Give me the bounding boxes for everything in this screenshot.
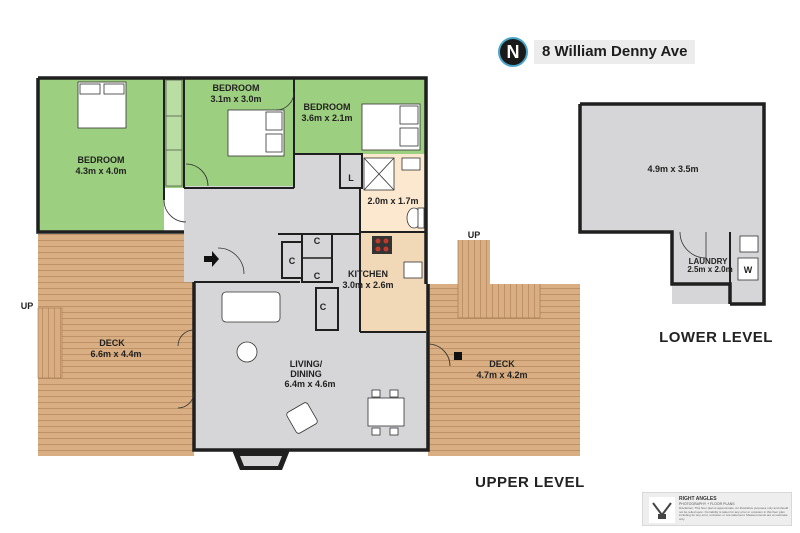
brand-name: RIGHT ANGLES xyxy=(679,496,717,502)
lower-room-dims: 4.9m x 3.5m xyxy=(647,164,698,174)
walls xyxy=(36,76,430,452)
up-label-stairs: UP xyxy=(468,230,481,240)
compass-letter: N xyxy=(506,41,520,62)
bedroom-2-name: BEDROOM xyxy=(213,83,260,93)
kitchen xyxy=(360,232,426,332)
deck-right xyxy=(428,240,580,456)
bedroom-2-dims: 3.1m x 3.0m xyxy=(210,94,261,104)
brand-tagline: PHOTOGRAPHY + FLOOR PLANS xyxy=(679,502,735,506)
kitchen-dims: 3.0m x 2.6m xyxy=(342,280,393,290)
brand-box: RIGHT ANGLES PHOTOGRAPHY + FLOOR PLANS D… xyxy=(642,492,792,526)
deck-right-name: DECK xyxy=(489,359,515,369)
camera-logo-icon xyxy=(649,497,675,523)
entry-arrow-icon xyxy=(204,251,219,267)
address-header: N 8 William Denny Ave xyxy=(498,36,723,68)
deck-left xyxy=(37,234,194,456)
kitchen-name: KITCHEN xyxy=(348,269,388,279)
living-name-2: DINING xyxy=(290,369,322,379)
cupboard-label-2: C xyxy=(314,271,321,281)
living-name-1: LIVING/ xyxy=(290,359,323,369)
lower-level xyxy=(578,102,766,306)
bedroom-3-name: BEDROOM xyxy=(304,102,351,112)
doors xyxy=(163,91,451,409)
deck-left-name: DECK xyxy=(99,338,125,348)
north-arrow-icon: N xyxy=(498,37,528,67)
address-label: 8 William Denny Ave xyxy=(534,40,696,64)
cupboard-label-1: C xyxy=(314,236,321,246)
lower-level-title: LOWER LEVEL xyxy=(659,329,773,346)
bedroom-3-dims: 3.6m x 2.1m xyxy=(301,113,352,123)
cupboard-label-4: C xyxy=(320,302,327,312)
cupboard-label-3: C xyxy=(289,256,296,266)
bathroom-dims: 2.0m x 1.7m xyxy=(367,196,418,206)
up-label-left: UP xyxy=(21,301,34,311)
bedroom-1-dims: 4.3m x 4.0m xyxy=(75,166,126,176)
bedroom-1-name: BEDROOM xyxy=(78,155,125,165)
living-dims: 6.4m x 4.6m xyxy=(284,379,335,389)
deck-right-dims: 4.7m x 4.2m xyxy=(476,370,527,380)
washer-label: W xyxy=(744,265,753,275)
bathroom xyxy=(360,154,426,232)
deck-left-dims: 6.6m x 4.4m xyxy=(90,349,141,359)
upper-level-title: UPPER LEVEL xyxy=(475,474,585,491)
laundry-name: LAUNDRY xyxy=(689,257,728,266)
brand-disclaimer: Disclaimer: This floor plan is approxima… xyxy=(679,506,789,521)
linen-label: L xyxy=(348,173,354,183)
post-icon xyxy=(454,352,462,360)
furniture xyxy=(77,79,421,470)
laundry-dims: 2.5m x 2.0m xyxy=(687,265,732,274)
room-labels: BEDROOM 4.3m x 4.0m BEDROOM 3.1m x 3.0m … xyxy=(21,83,773,491)
